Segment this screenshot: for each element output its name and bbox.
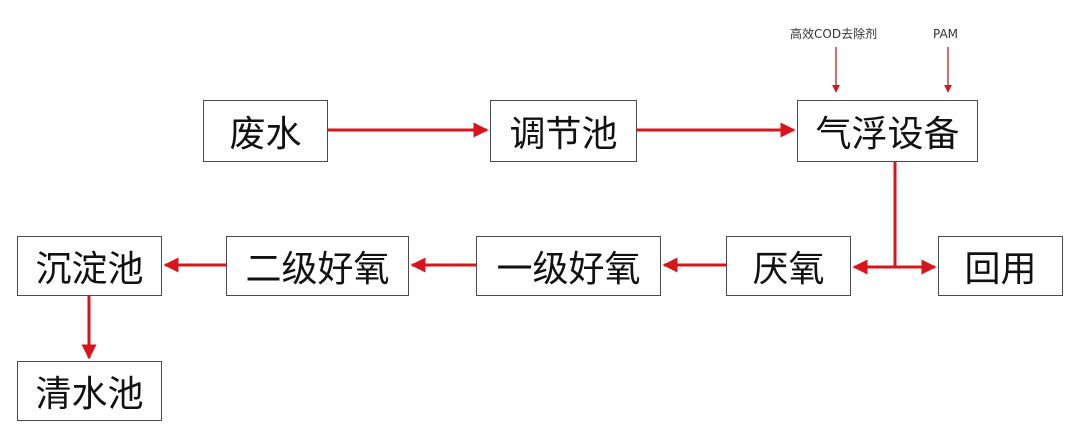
wastewater-node: 废水 (203, 100, 328, 162)
aerobic-stage2-node: 二级好氧 (226, 236, 409, 296)
air-flotation-node: 气浮设备 (797, 100, 978, 162)
pam-label: PAM (933, 27, 959, 41)
settling-tank-node: 沉淀池 (17, 236, 162, 296)
cod-remover-label: 高效COD去除剂 (790, 27, 878, 41)
anoxic-node: 厌氧 (726, 236, 851, 296)
aerobic-stage1-node: 一级好氧 (476, 236, 661, 296)
reuse-node: 回用 (938, 236, 1063, 296)
clear-water-tank-node: 清水池 (17, 361, 162, 421)
equalization-tank-node: 调节池 (490, 100, 637, 162)
